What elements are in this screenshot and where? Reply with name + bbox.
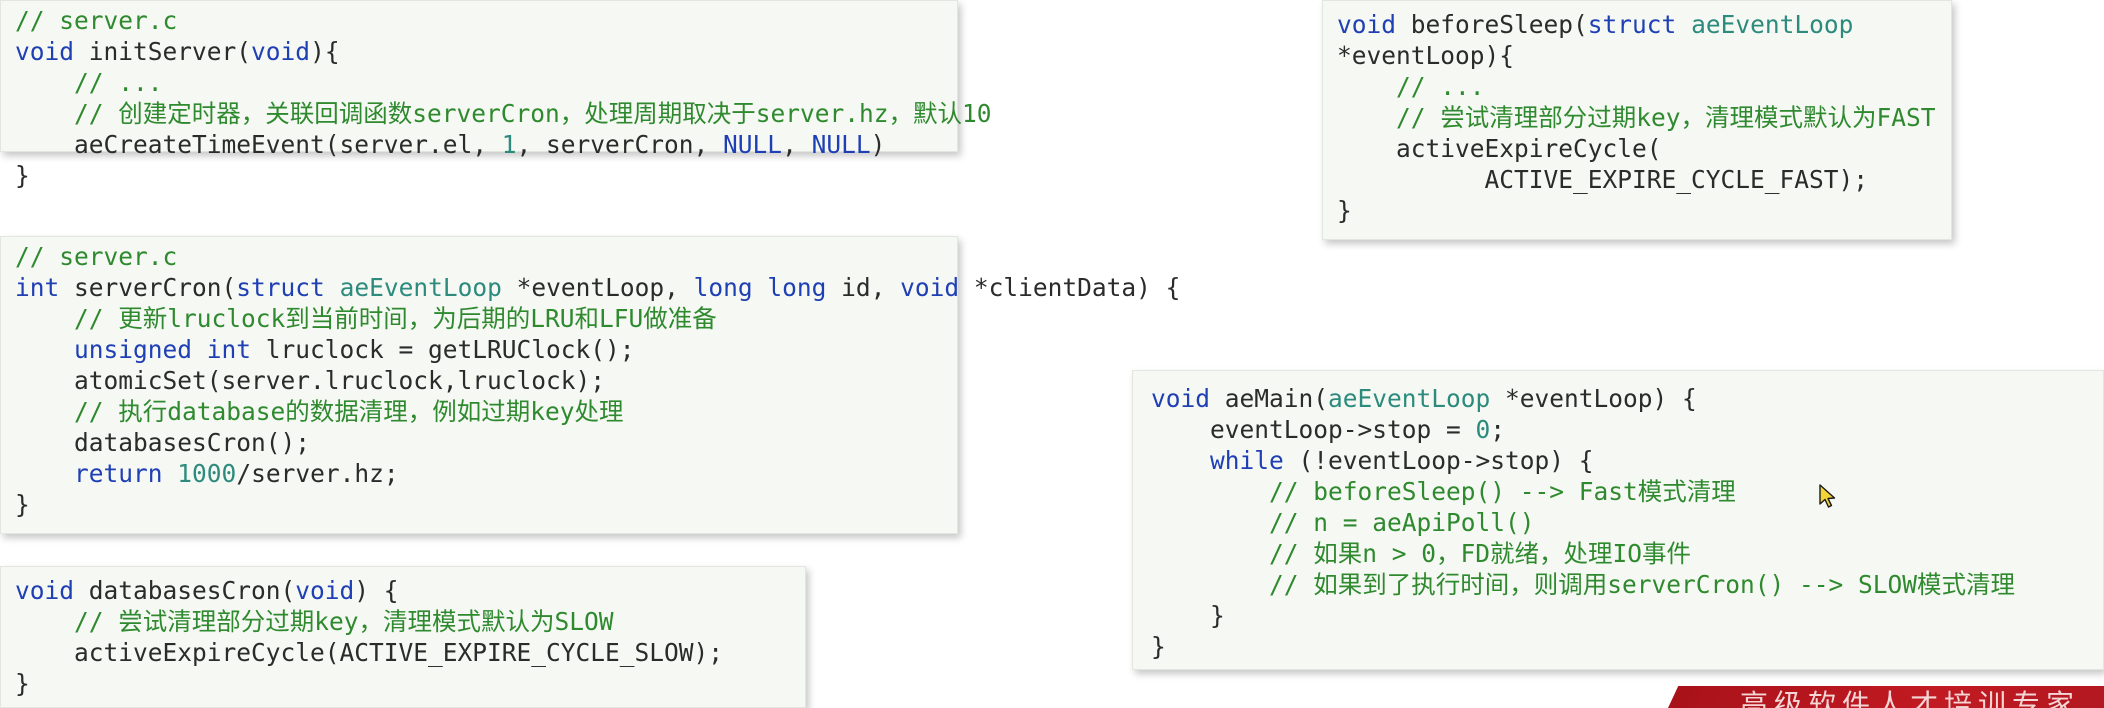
code-line: aeCreateTimeEvent(server.el, 1, serverCr… — [15, 130, 886, 159]
code-line: } — [15, 669, 30, 698]
code-line: // 更新lruclock到当前时间，为后期的LRU和LFU做准备 — [15, 304, 717, 333]
code-panel-server-cron: // server.c int serverCron(struct aeEven… — [0, 236, 1180, 534]
code-line: int serverCron(struct aeEventLoop *event… — [15, 273, 1181, 302]
code-line: void databasesCron(void) { — [15, 576, 399, 605]
code-line: // ... — [1337, 72, 1485, 101]
code-line: void beforeSleep(struct aeEventLoop — [1337, 10, 1854, 39]
code-line: eventLoop->stop = 0; — [1151, 415, 1506, 444]
code-line: // n = aeApiPoll() — [1151, 508, 1535, 537]
code-line: } — [1151, 632, 1166, 661]
code-line: // 创建定时器，关联回调函数serverCron，处理周期取决于server.… — [15, 99, 992, 128]
code-line: } — [15, 161, 30, 190]
code-line: atomicSet(server.lruclock,lruclock); — [15, 366, 606, 395]
code-line: unsigned int lruclock = getLRUClock(); — [74, 335, 635, 364]
mouse-cursor-icon — [1819, 484, 1836, 508]
code-panel-init-server: // server.c void initServer(void){ // ..… — [0, 0, 992, 190]
code-line: databasesCron(); — [15, 428, 311, 457]
code-line: // 尝试清理部分过期key，清理模式默认为SLOW — [15, 607, 614, 636]
code-line: // server.c — [15, 6, 178, 35]
code-fragment: initServer( — [88, 37, 252, 66]
code-line: } — [15, 490, 30, 519]
code-line: void initServer(void){ — [15, 37, 340, 66]
code-line: // 执行database的数据清理，例如过期key处理 — [15, 397, 624, 426]
code-line: // ... — [15, 68, 163, 97]
code-line: // 如果n > 0，FD就绪，处理IO事件 — [1151, 539, 1692, 568]
code-line: // beforeSleep() --> Fast模式清理 — [1151, 477, 1736, 506]
brand-banner-text: 高级软件人才培训专家 — [1740, 688, 2081, 708]
code-line: while (!eventLoop->stop) { — [1210, 446, 1594, 475]
code-panel-before-sleep: void beforeSleep(struct aeEventLoop *eve… — [1322, 0, 1952, 240]
code-line: } — [1337, 196, 1352, 225]
code-line: activeExpireCycle( — [1337, 134, 1662, 163]
code-line: // server.c — [15, 242, 178, 271]
code-line: // 如果到了执行时间，则调用serverCron() --> SLOW模式清理 — [1151, 570, 2016, 599]
code-line: *eventLoop){ — [1337, 41, 1515, 70]
code-line: void aeMain(aeEventLoop *eventLoop) { — [1151, 384, 1697, 413]
code-line: activeExpireCycle(ACTIVE_EXPIRE_CYCLE_SL… — [15, 638, 724, 667]
code-line: } — [1151, 601, 1225, 630]
code-line: return 1000/server.hz; — [74, 459, 399, 488]
code-line: ACTIVE_EXPIRE_CYCLE_FAST); — [1337, 165, 1869, 194]
code-line: // 尝试清理部分过期key，清理模式默认为FAST — [1337, 103, 1936, 132]
code-panel-databases-cron: void databasesCron(void) { // 尝试清理部分过期ke… — [0, 566, 806, 708]
code-panel-ae-main: void aeMain(aeEventLoop *eventLoop) { ev… — [1132, 370, 2104, 670]
